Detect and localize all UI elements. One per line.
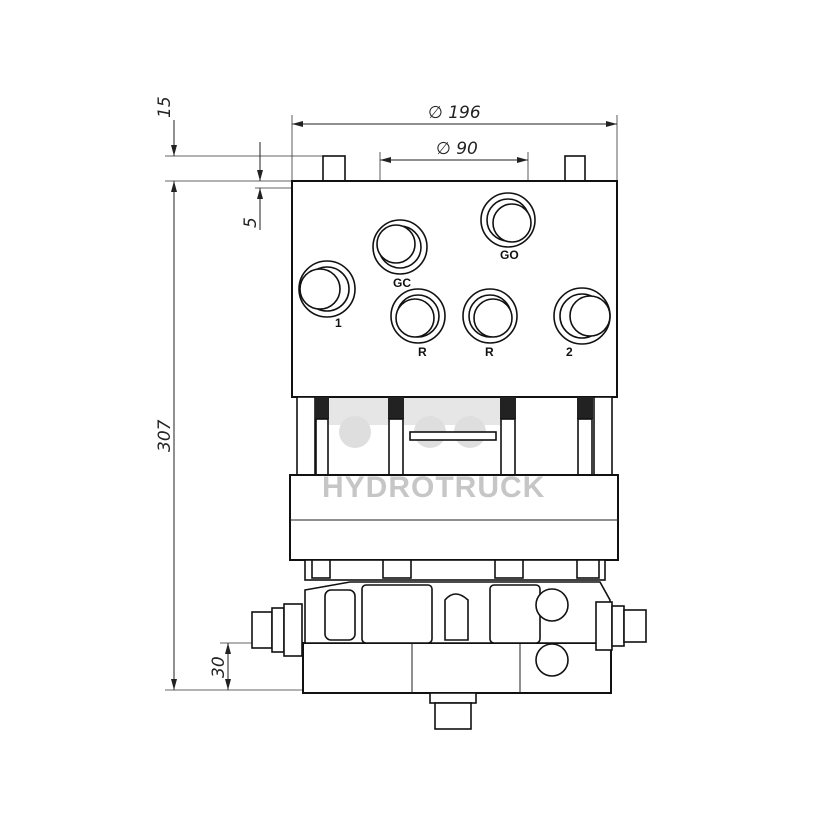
dim-90: ∅ 90 [436,139,478,159]
port-r2-fitting [462,288,518,344]
port-1-fitting [298,260,356,318]
lower-valve-assembly [251,581,647,730]
dim-307: 307 [155,419,175,452]
dim-30: 30 [209,656,229,678]
dimension-lines [165,115,618,691]
tie-rods [296,396,613,476]
dim-15: 15 [155,96,175,118]
watermark-text: HYDROTRUCK [322,471,545,504]
lower-bosses [304,559,606,581]
port-2-label: 2 [566,345,573,359]
port-go-fitting [480,192,536,248]
port-gc-fitting [372,219,428,275]
dim-5: 5 [241,217,261,228]
port-2-fitting [553,287,611,345]
port-r2-label: R [485,345,494,359]
middle-flange [289,474,619,561]
port-r1-label: R [418,345,427,359]
dim-196: ∅ 196 [428,103,481,123]
port-go-label: GO [500,248,519,262]
port-r1-fitting [390,288,446,344]
port-gc-label: GC [393,276,411,290]
port-1-label: 1 [335,316,342,330]
